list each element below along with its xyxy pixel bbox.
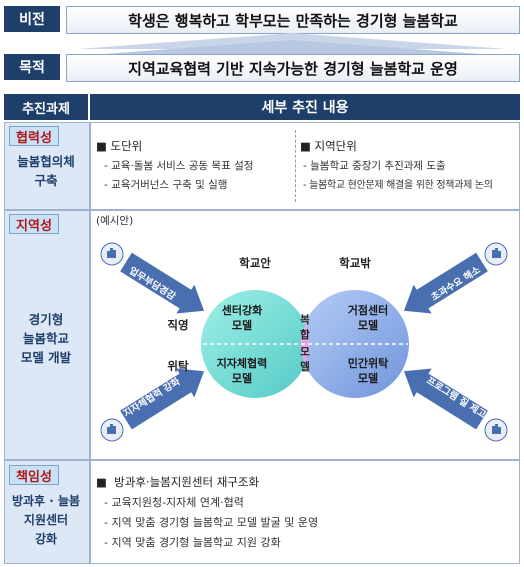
center-char: 복: [300, 314, 310, 326]
right-circle: [301, 290, 409, 398]
q4-line1: 민간위탁: [348, 356, 388, 370]
row3-item: - 지역 맞춤 경기형 늘봄학교 지원 강화: [104, 536, 281, 549]
example-label: (예시안): [96, 215, 134, 227]
hand-icon: [484, 418, 508, 442]
q1-line1: 센터강화: [222, 303, 262, 317]
row2-tag: 지역성: [9, 214, 59, 234]
q2-line2: 모델: [358, 319, 378, 332]
row1-content: [90, 122, 520, 210]
row3-tag: 책임성: [9, 465, 59, 485]
row1-tag: 협력성: [9, 126, 59, 146]
arrow-bottom-right: [403, 368, 488, 430]
purpose-label: 목적: [4, 54, 60, 80]
q2-line1: 거점센터: [348, 303, 388, 317]
up-arrow-2: [77, 40, 507, 56]
arrow-top-left: [120, 252, 205, 314]
q1-line2: 모델: [232, 319, 252, 332]
row1-col1-item: - 교육·돌봄 서비스 공동 목표 설정: [104, 160, 254, 172]
row1-col2-item: - 늘봄학교 중장기 추진과제 도출: [303, 160, 446, 172]
model-diagram: 업무부담경감 지자체협력 강화 초과수요 해소 프로그램 질 제고 학교안 학교…: [100, 242, 508, 442]
arrow-top-right: [403, 252, 488, 314]
q3-line2: 모델: [232, 372, 252, 385]
row3-heading: ■ 방과후·늘봄지원센터 재구조화: [96, 475, 260, 489]
header-right: 세부 추진 내용: [90, 94, 520, 120]
purpose-text: 지역교육협력 기반 지속가능한 경기형 늘봄학교 운영: [66, 54, 520, 82]
header-left: 추진과제: [4, 94, 88, 120]
q3-line1: 지자체협력: [217, 356, 268, 370]
label-direct: 직영: [167, 318, 188, 332]
vision-text: 학생은 행복하고 학부모는 만족하는 경기형 늘봄학교: [66, 6, 520, 34]
label-in-school: 학교안: [239, 256, 271, 270]
row1-col2-item: - 늘봄학교 현안문제 해결을 위한 정책과제 논의: [303, 180, 493, 191]
hand-icon: [100, 418, 124, 442]
row1-col1-heading: ■ 도단위: [96, 139, 143, 153]
q4-line2: 모델: [358, 372, 378, 385]
row1-col1-item: - 교육거버넌스 구축 및 실행: [104, 179, 228, 191]
arrow-bottom-left: [120, 368, 205, 430]
center-char: 델: [300, 361, 310, 373]
row3-content: [90, 460, 520, 564]
label-out-school: 학교밖: [339, 256, 371, 270]
row2-left: [4, 210, 90, 460]
row1-col2-heading: ■ 지역단위: [300, 139, 357, 153]
center-char: 모: [300, 346, 310, 358]
hand-icon: [484, 242, 508, 266]
hand-icon: [100, 242, 124, 266]
row3-item: - 교육지원청-지자체 연계·협력: [104, 496, 244, 509]
row3-item: - 지역 맞춤 경기형 늘봄학교 모델 발굴 및 운영: [104, 516, 319, 529]
label-consign: 위탁: [167, 359, 189, 373]
row1-divider: [295, 130, 296, 202]
vision-label: 비전: [4, 6, 60, 32]
center-char: 합: [300, 328, 310, 341]
